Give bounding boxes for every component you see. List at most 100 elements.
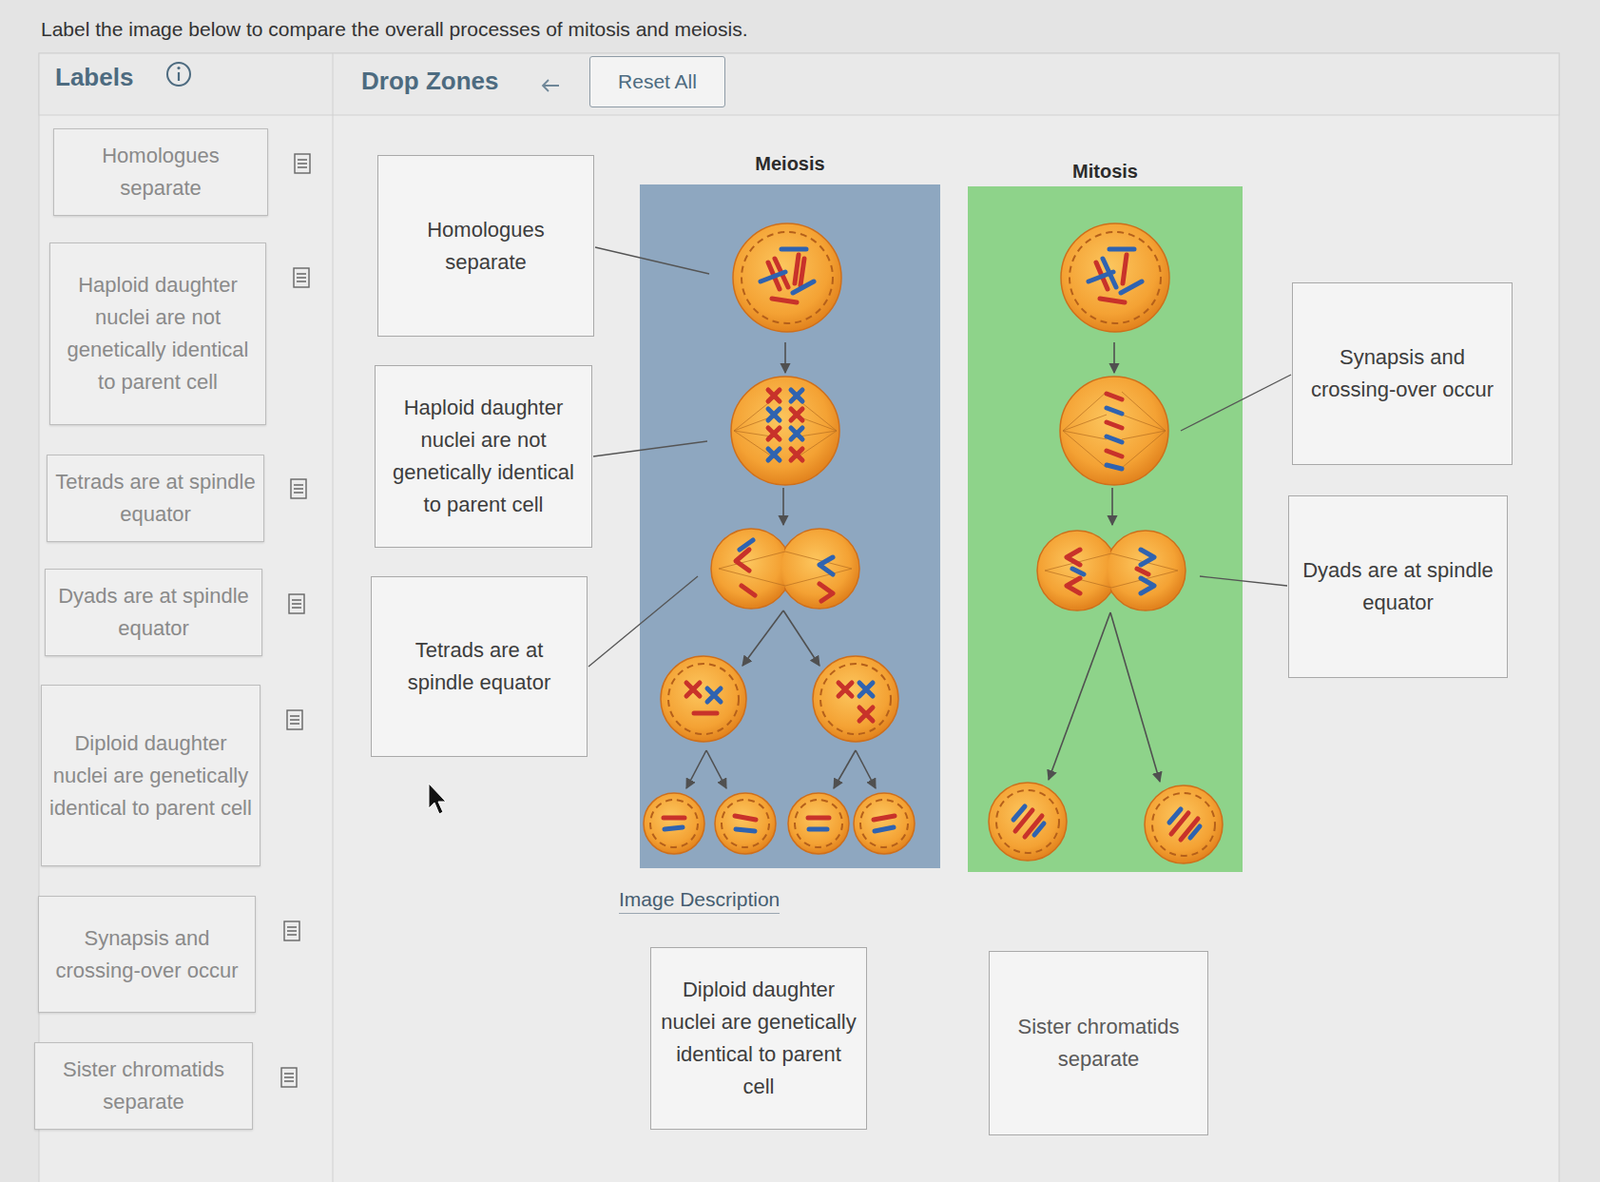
chromosome bbox=[1169, 809, 1200, 838]
drag-label: Homologues separate bbox=[53, 128, 269, 216]
info-icon bbox=[177, 72, 180, 81]
label-text: Diploid daughter nuclei are genetically … bbox=[658, 973, 859, 1103]
meiosis-panel bbox=[639, 184, 941, 868]
step-arrow bbox=[706, 750, 727, 789]
drag-label: Sister chromatids separate bbox=[34, 1041, 253, 1130]
drop-zone: Homologues separate bbox=[377, 154, 595, 337]
leader-lines bbox=[588, 247, 1292, 667]
panel-heading: Meiosis bbox=[639, 150, 941, 177]
chromosome bbox=[1137, 568, 1149, 575]
nuclear-envelope bbox=[741, 231, 833, 324]
cell bbox=[1060, 376, 1169, 485]
column-divider bbox=[332, 53, 334, 1182]
doc-icon bbox=[293, 484, 304, 493]
spindle bbox=[1062, 391, 1166, 468]
cell bbox=[714, 792, 776, 854]
label-text: Sister chromatids separate bbox=[997, 1010, 1200, 1076]
button-text: Reset All bbox=[617, 69, 697, 95]
chromosome bbox=[760, 249, 814, 293]
cell bbox=[1060, 223, 1170, 332]
doc-icons bbox=[281, 154, 310, 1087]
label-text: Synapsis and crossing-over occur bbox=[46, 922, 248, 987]
step-arrow bbox=[1048, 612, 1111, 780]
chromosome bbox=[735, 549, 755, 596]
info-icon bbox=[167, 62, 191, 86]
cell bbox=[788, 792, 849, 854]
step-arrow bbox=[742, 610, 784, 666]
nuclear-envelope bbox=[721, 799, 770, 848]
chromosome bbox=[1088, 249, 1142, 293]
label-text: Dyads are at spindle equator bbox=[53, 579, 254, 645]
chromosome bbox=[1106, 393, 1122, 457]
doc-icon bbox=[284, 1073, 294, 1081]
drag-label: Tetrads are at spindle equator bbox=[46, 454, 265, 542]
mitosis-panel bbox=[967, 186, 1243, 872]
label-text: Haploid daughter nuclei are not genetica… bbox=[383, 391, 584, 521]
doc-icon bbox=[294, 154, 310, 174]
nuclear-envelope bbox=[1152, 792, 1215, 856]
leader-line bbox=[1199, 576, 1288, 586]
chromosome bbox=[707, 688, 721, 702]
drop-zone: Synapsis and crossing-over occur bbox=[1291, 282, 1513, 465]
chromosome bbox=[819, 583, 833, 601]
label-text: Tetrads are at spindle equator bbox=[55, 465, 256, 531]
mitosis-panel: Mitosis bbox=[967, 157, 1243, 872]
meiosis-panel: Meiosis bbox=[639, 150, 941, 868]
label-text: Dyads are at spindle equator bbox=[1296, 554, 1500, 619]
cell bbox=[1105, 530, 1186, 611]
label-text: Synapsis and crossing-over occur bbox=[1300, 341, 1504, 406]
nuclear-envelope bbox=[794, 799, 843, 848]
drag-label: Dyads are at spindle equator bbox=[44, 568, 263, 656]
cell bbox=[1037, 530, 1118, 611]
leader-line bbox=[593, 441, 708, 457]
drop-zone: Sister chromatids separate bbox=[988, 950, 1209, 1136]
nuclear-envelope bbox=[996, 790, 1060, 853]
chromosome bbox=[768, 389, 803, 461]
drop-zone: Tetrads are at spindle equator bbox=[370, 576, 588, 757]
cell bbox=[643, 792, 705, 854]
step-arrow bbox=[1110, 612, 1160, 782]
nuclear-envelope bbox=[1069, 231, 1161, 324]
doc-icon bbox=[284, 921, 300, 941]
label-text: Tetrads are at spindle equator bbox=[379, 634, 579, 699]
label-text: Diploid daughter nuclei are genetically … bbox=[49, 727, 252, 825]
cell bbox=[731, 376, 840, 485]
nuclear-envelope bbox=[820, 663, 891, 734]
chromosome bbox=[1072, 568, 1084, 575]
cell bbox=[853, 792, 915, 854]
cell bbox=[660, 655, 747, 742]
leader-line bbox=[1180, 374, 1292, 431]
nuclear-envelope bbox=[668, 663, 739, 734]
doc-icon bbox=[296, 273, 307, 282]
drop-zone: Haploid daughter nuclei are not genetica… bbox=[374, 365, 593, 548]
exercise-panel bbox=[38, 53, 1560, 1182]
step-arrow bbox=[784, 342, 787, 373]
step-arrow bbox=[1111, 487, 1114, 525]
cell bbox=[988, 782, 1067, 861]
chromosome bbox=[1106, 407, 1122, 469]
doc-icon bbox=[289, 715, 300, 724]
column-heading: Labels bbox=[55, 60, 134, 94]
chromosome bbox=[838, 682, 873, 721]
chromosome bbox=[664, 827, 894, 831]
label-text: Homologues separate bbox=[61, 139, 260, 205]
label-text: Homologues separate bbox=[385, 213, 586, 279]
doc-icon bbox=[281, 1067, 297, 1087]
chromosome bbox=[859, 682, 873, 696]
step-arrow bbox=[782, 487, 785, 525]
leader-line bbox=[588, 576, 698, 667]
cell bbox=[1107, 532, 1185, 610]
undo-icon bbox=[542, 79, 560, 92]
cell bbox=[732, 223, 842, 332]
doc-icon bbox=[287, 926, 297, 935]
step-arrow bbox=[783, 610, 820, 666]
doc-icon bbox=[293, 268, 309, 288]
chromosome bbox=[663, 815, 895, 820]
nuclear-envelope bbox=[860, 799, 908, 848]
chromosome bbox=[1013, 806, 1044, 835]
cell bbox=[779, 528, 860, 609]
label-text: Haploid daughter nuclei are not genetica… bbox=[57, 269, 258, 399]
mouse-cursor bbox=[428, 783, 446, 814]
cell bbox=[1144, 785, 1223, 864]
